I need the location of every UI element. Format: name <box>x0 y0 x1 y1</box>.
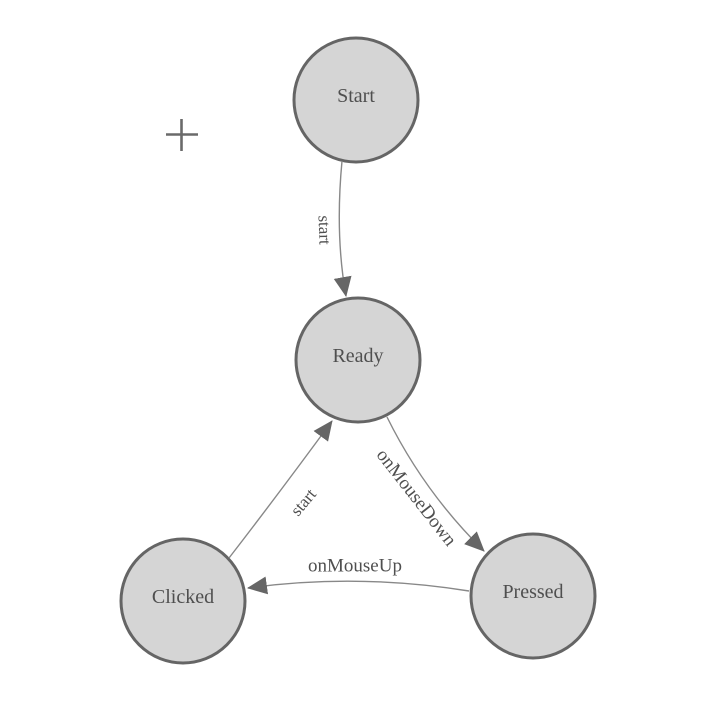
transition-start-to-ready[interactable] <box>333 160 352 297</box>
state-circle-ready[interactable] <box>294 296 422 424</box>
state-label-ready: Ready <box>332 345 383 367</box>
state-circle-pressed[interactable] <box>469 532 597 660</box>
state-node-pressed[interactable]: Pressed <box>469 532 597 660</box>
state-label-start: Start <box>337 85 375 107</box>
transition-clicked-to-ready[interactable] <box>228 420 333 559</box>
state-node-start[interactable]: Start <box>292 36 420 164</box>
transition-label-ready-to-pressed: onMouseDown <box>372 445 461 551</box>
state-label-pressed: Pressed <box>502 581 563 603</box>
transition-label-clicked-to-ready: start <box>287 485 321 520</box>
state-node-ready[interactable]: Ready <box>294 296 422 424</box>
state-circle-clicked[interactable] <box>119 537 247 665</box>
transition-label-start-to-ready: start <box>315 215 335 245</box>
transition-label-pressed-to-clicked: onMouseUp <box>308 556 402 577</box>
state-label-clicked: Clicked <box>152 586 214 608</box>
state-circle-start[interactable] <box>292 36 420 164</box>
transition-pressed-to-clicked[interactable] <box>247 576 470 595</box>
crosshair-icon <box>166 119 198 151</box>
transition-ready-to-pressed[interactable] <box>386 416 485 552</box>
state-node-clicked[interactable]: Clicked <box>119 537 247 665</box>
